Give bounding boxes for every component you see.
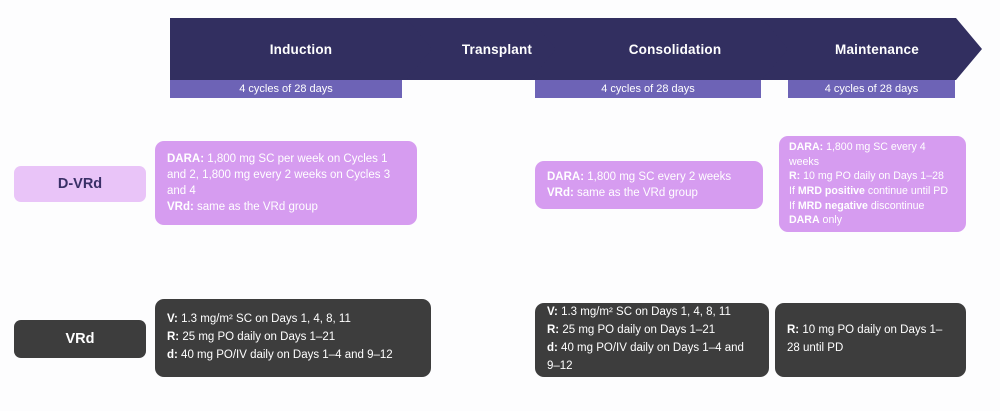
phase-arrow-consolidation: Consolidation [530, 18, 810, 80]
row-label-vrd: VRd [14, 320, 146, 358]
cycle-bar-consolidation-label: 4 cycles of 28 days [601, 83, 695, 95]
phase-arrow-induction: Induction [170, 18, 446, 80]
dvrd-induction-box: DARA: 1,800 mg SC per week on Cycles 1 a… [155, 141, 417, 225]
phase-label-maintenance: Maintenance [835, 41, 919, 57]
phase-label-consolidation: Consolidation [628, 41, 722, 57]
row-label-dvrd: D-VRd [14, 166, 146, 202]
cycle-bar-consolidation: 4 cycles of 28 days [535, 80, 761, 98]
cycle-bar-maintenance: 4 cycles of 28 days [788, 80, 955, 98]
cycle-bar-induction: 4 cycles of 28 days [170, 80, 402, 98]
phase-arrow-maintenance: Maintenance [762, 18, 982, 80]
phase-label-induction: Induction [269, 41, 333, 57]
vrd-maintenance-box: R: 10 mg PO daily on Days 1–28 until PD [775, 303, 966, 377]
cycle-bar-maintenance-label: 4 cycles of 28 days [824, 83, 919, 95]
phase-label-transplant: Transplant [461, 41, 533, 57]
cycle-bar-induction-label: 4 cycles of 28 days [239, 83, 333, 95]
